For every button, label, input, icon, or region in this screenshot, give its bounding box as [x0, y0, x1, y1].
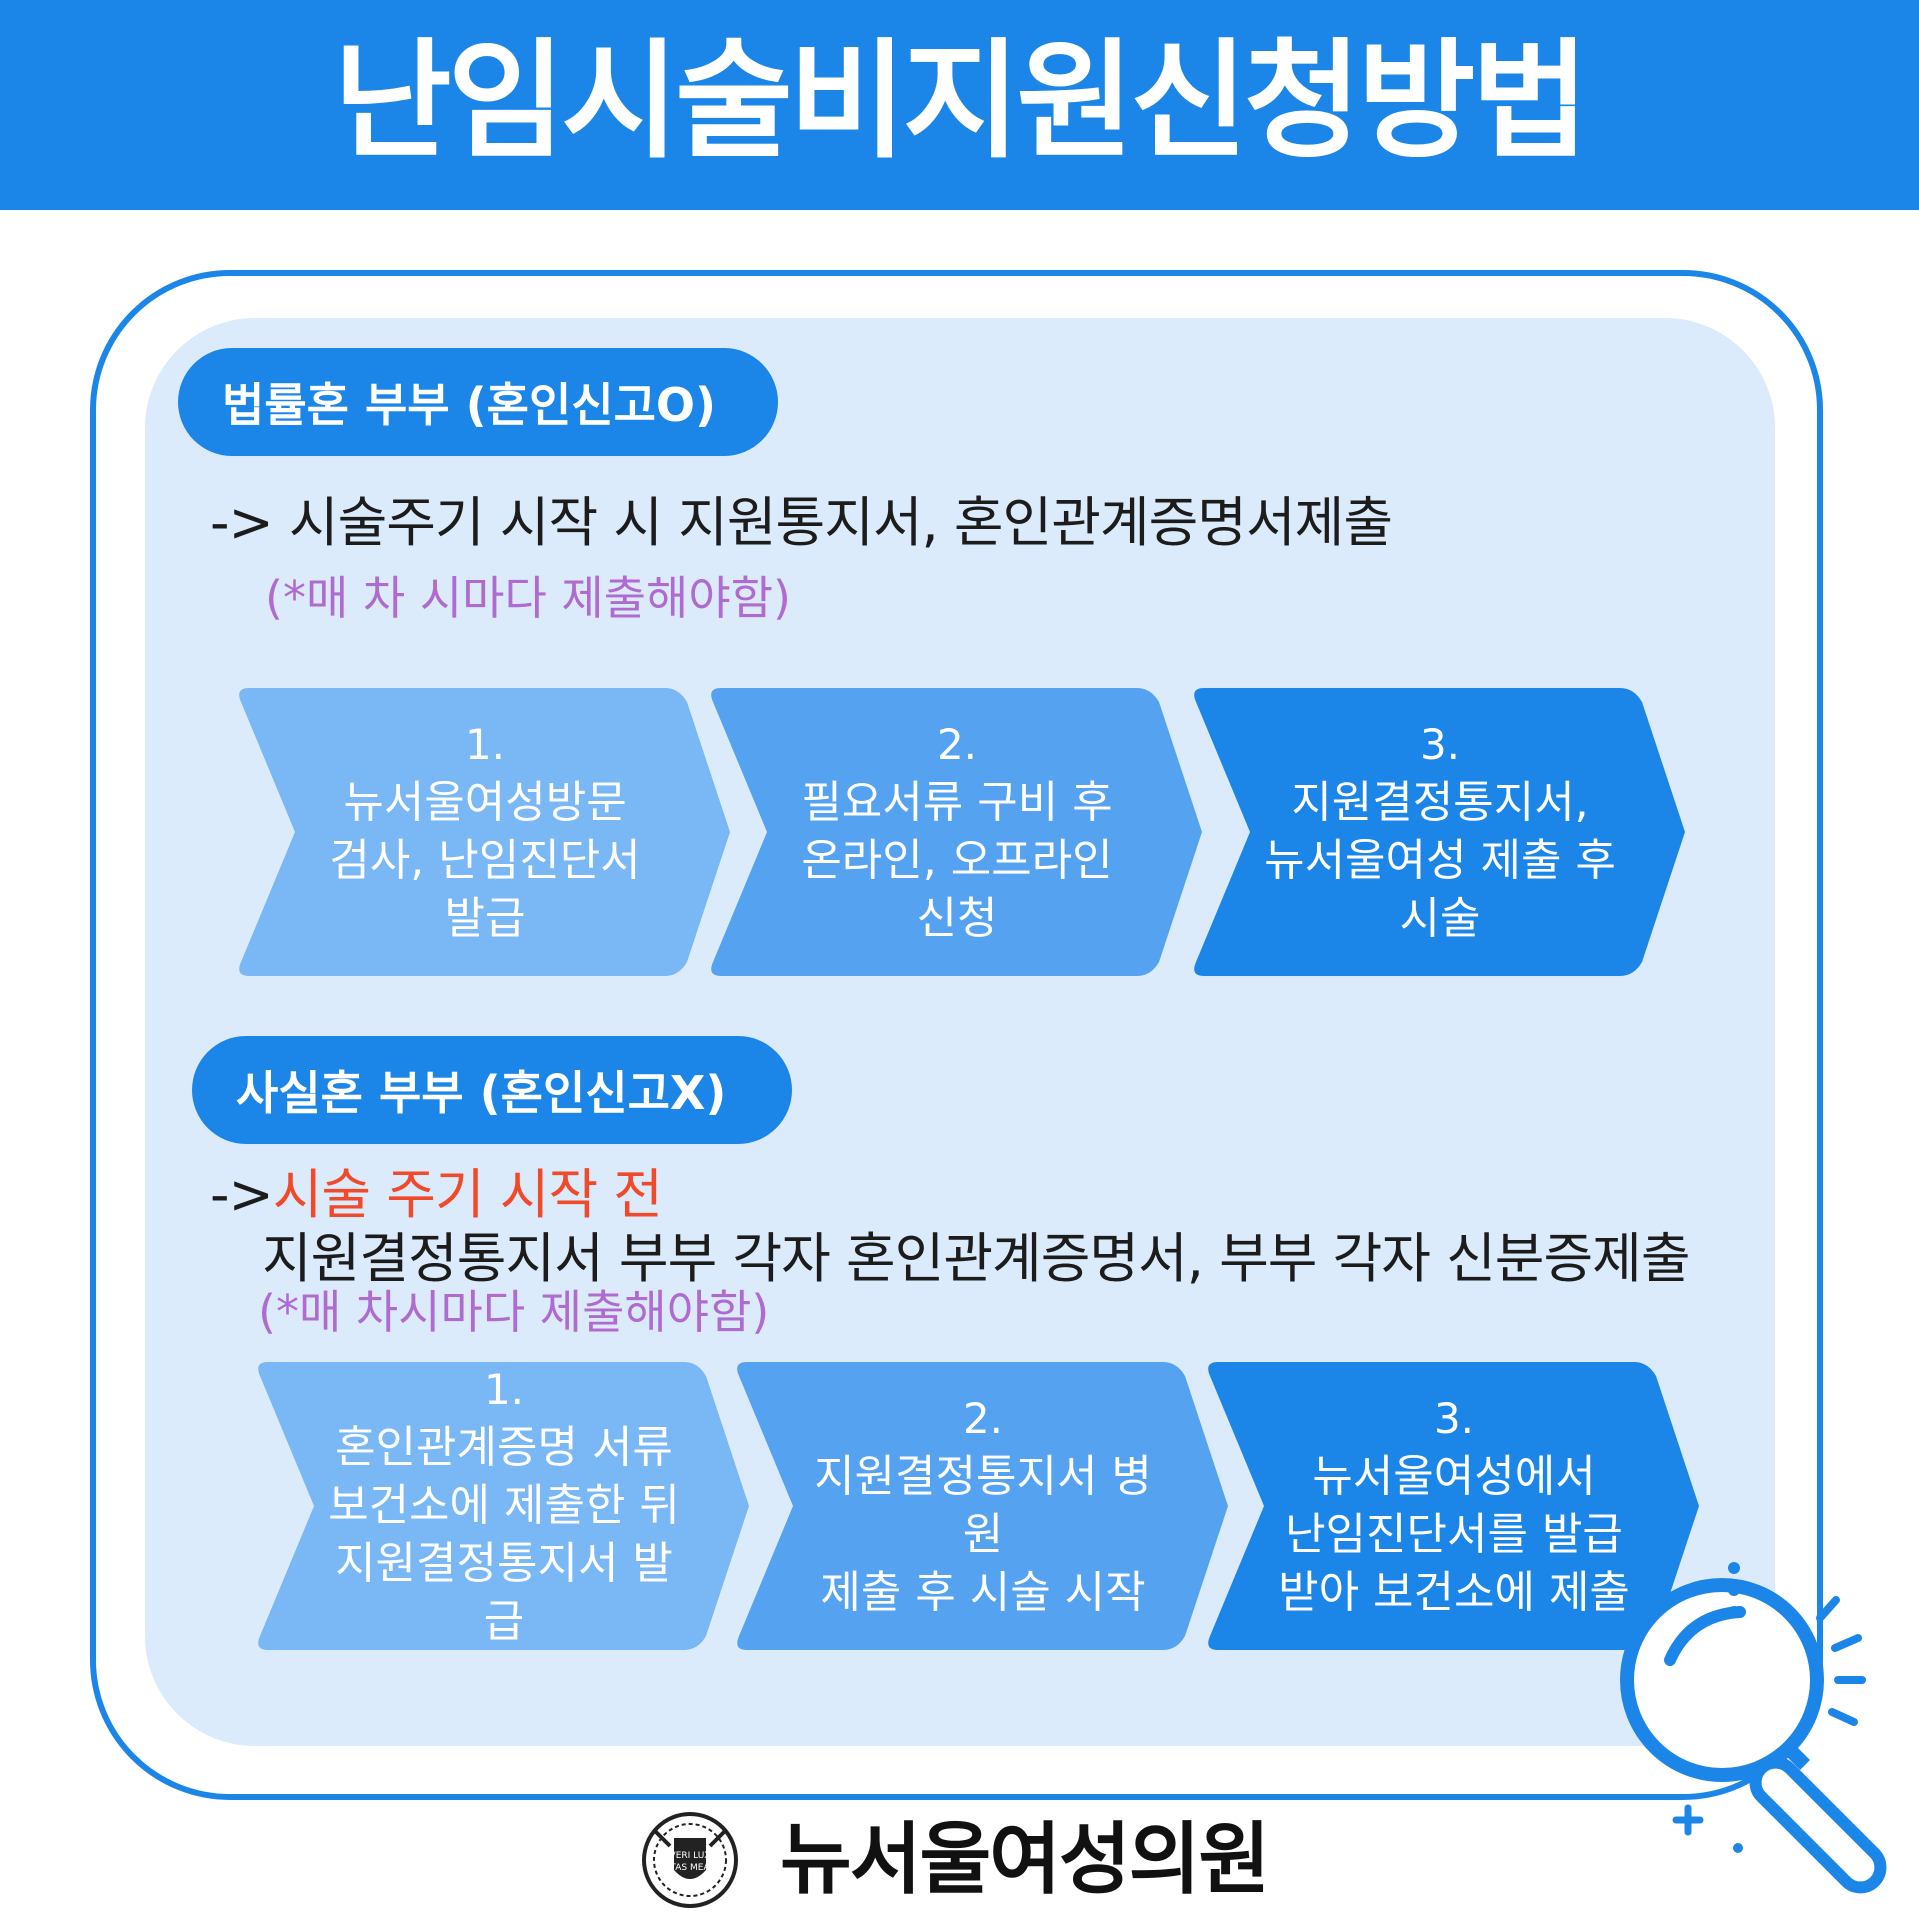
legal-step-3: 3. 지원결정통지서, 뉴서울여성 제출 후 시술	[1190, 688, 1690, 976]
step-line: 신청	[916, 893, 998, 944]
common-step-1: 1. 혼인관계증명 서류 보건소에 제출한 뒤 지원결정통지서 발급	[254, 1362, 754, 1650]
step-line: 발급	[444, 893, 526, 944]
step-line: 필요서류 구비 후	[801, 777, 1113, 828]
timing-highlight: 시술 주기 시작 전	[272, 1163, 663, 1226]
step-line: 받아 보건소에 제출	[1278, 1567, 1630, 1618]
step-line: 뉴서울여성 제출 후	[1264, 835, 1616, 886]
legal-marriage-pill: 법률혼 부부 (혼인신고O)	[178, 348, 778, 456]
step-number: 3.	[1433, 1394, 1475, 1443]
step-line: 온라인, 오프라인	[801, 835, 1113, 886]
common-law-marriage-pill: 사실혼 부부 (혼인신고X)	[192, 1036, 792, 1144]
step-line: 지원결정통지서,	[1291, 777, 1589, 828]
step-text: 2. 지원결정통지서 병원 제출 후 시술 시작	[803, 1362, 1163, 1650]
step-line: 뉴서울여성에서	[1312, 1451, 1596, 1502]
clinic-logo-icon: VERI LUX TAS MEA	[642, 1812, 738, 1908]
chevron-shape	[1208, 1362, 1699, 1650]
step-number: 1.	[464, 720, 506, 769]
step-line: 지원결정통지서 병원	[814, 1451, 1152, 1560]
step-line: 지원결정통지서 발급	[335, 1538, 673, 1647]
common-law-instruction: 지원결정통지서 부부 각자 혼인관계증명서, 부부 각자 신분증제출	[262, 1227, 1691, 1290]
step-line: 난임진단서를 발급	[1285, 1509, 1623, 1560]
common-step-2: 2. 지원결정통지서 병원 제출 후 시술 시작	[733, 1362, 1233, 1650]
step-line: 뉴서울여성방문	[343, 777, 627, 828]
step-text: 3. 뉴서울여성에서 난임진단서를 발급 받아 보건소에 제출	[1274, 1362, 1634, 1650]
chevron-shape	[258, 1362, 749, 1650]
step-text: 1. 혼인관계증명 서류 보건소에 제출한 뒤 지원결정통지서 발급	[324, 1362, 684, 1650]
step-text: 1. 뉴서울여성방문 검사, 난임진단서 발급	[305, 688, 665, 976]
step-number: 2.	[962, 1394, 1004, 1443]
chevron-shape	[239, 688, 730, 976]
step-number: 3.	[1419, 720, 1461, 769]
step-line: 시술	[1399, 893, 1481, 944]
svg-text:VERI LUX: VERI LUX	[670, 1851, 711, 1861]
header-banner: 난임시술비지원신청방법	[0, 0, 1919, 210]
page-title: 난임시술비지원신청방법	[333, 27, 1589, 176]
arrow-text: ->	[210, 1163, 274, 1226]
step-line: 보건소에 제출한 뒤	[328, 1480, 680, 1531]
step-text: 3. 지원결정통지서, 뉴서울여성 제출 후 시술	[1260, 688, 1620, 976]
legal-step-1: 1. 뉴서울여성방문 검사, 난임진단서 발급	[235, 688, 735, 976]
clinic-name: 뉴서울여성의원	[780, 1815, 1270, 1905]
step-line: 혼인관계증명 서류	[335, 1422, 673, 1473]
step-line: 검사, 난임진단서	[329, 835, 641, 886]
legal-marriage-instruction: -> 시술주기 시작 시 지원통지서, 혼인관계증명서제출	[210, 491, 1393, 554]
common-law-timing: ->시술 주기 시작 전	[210, 1150, 663, 1229]
legal-step-2: 2. 필요서류 구비 후 온라인, 오프라인 신청	[707, 688, 1207, 976]
step-line: 제출 후 시술 시작	[820, 1567, 1146, 1618]
step-number: 2.	[936, 720, 978, 769]
step-number: 1.	[483, 1365, 525, 1414]
magnifier-icon	[1620, 1562, 1887, 1894]
chevron-shape	[737, 1362, 1228, 1650]
legal-marriage-note: (*매 차 시마다 제출해야함)	[265, 571, 791, 625]
common-law-note: (*매 차시마다 제출해야함)	[258, 1285, 770, 1339]
chevron-shape	[711, 688, 1202, 976]
step-text: 2. 필요서류 구비 후 온라인, 오프라인 신청	[777, 688, 1137, 976]
chevron-shape	[1194, 688, 1685, 976]
svg-text:TAS MEA: TAS MEA	[669, 1863, 710, 1873]
common-step-3: 3. 뉴서울여성에서 난임진단서를 발급 받아 보건소에 제출	[1204, 1362, 1704, 1650]
